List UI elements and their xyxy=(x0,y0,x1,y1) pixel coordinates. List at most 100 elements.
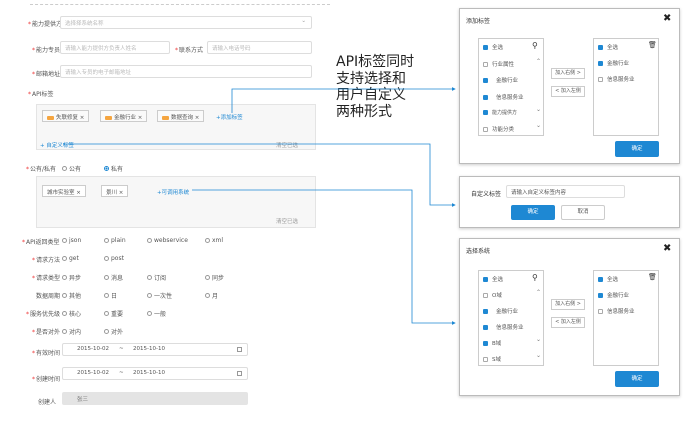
add-system-link[interactable]: +可调用系统 xyxy=(157,190,190,196)
system-right-panel xyxy=(593,270,659,366)
chevron-down-icon: ⌄ xyxy=(301,18,306,24)
radio-internal[interactable]: 对内 xyxy=(62,327,81,336)
list-item[interactable]: B域 xyxy=(483,339,501,347)
chevron-down-icon[interactable]: ⌄ xyxy=(536,352,542,359)
priority-label: *服务优先级 xyxy=(26,311,61,318)
list-item[interactable]: 金融行业 xyxy=(483,76,518,84)
confirm-button[interactable]: 确定 xyxy=(615,371,659,387)
radio-day[interactable]: 日 xyxy=(104,291,117,300)
close-icon[interactable]: ✖ xyxy=(663,13,672,24)
provider-label: *能力提供方 xyxy=(28,21,63,28)
list-item[interactable]: 信息服务业 xyxy=(483,323,524,331)
list-item[interactable]: 金融行业 xyxy=(598,59,629,67)
radio-sync[interactable]: 同步 xyxy=(205,273,224,282)
contact-input[interactable]: 请输入能力提供方负责人姓名 xyxy=(60,41,170,54)
search-icon[interactable]: ⚲ xyxy=(532,41,538,50)
tag-chip[interactable]: 数据查询 × xyxy=(157,110,205,122)
public-private-label: *公有/私有 xyxy=(26,166,57,173)
list-item[interactable]: 金融行业 xyxy=(598,291,629,299)
list-item[interactable]: S域 xyxy=(483,355,501,363)
radio-json[interactable]: json xyxy=(62,237,81,244)
radio-webservice[interactable]: webservice xyxy=(147,237,188,244)
custom-tag-input[interactable]: 请输入自定义标签内容 xyxy=(506,185,625,198)
created-time-label: *创建时间 xyxy=(32,376,61,383)
tag-icon xyxy=(162,115,169,120)
list-item[interactable]: O域 xyxy=(483,291,502,299)
tag-chip[interactable]: 失联修复 × xyxy=(42,110,90,122)
move-right-button[interactable]: 加入右侧 > xyxy=(551,68,585,79)
radio-post[interactable]: post xyxy=(104,255,124,262)
api-tags-label: *API标签 xyxy=(28,91,54,98)
list-item[interactable]: 能力提供方 xyxy=(483,109,517,116)
return-type-label: *API返回类型 xyxy=(22,239,60,246)
valid-time-label: *有效时间 xyxy=(32,350,61,357)
system-chip[interactable]: 城市实验室 × xyxy=(42,185,86,197)
system-left-panel xyxy=(478,270,544,366)
custom-tag-link[interactable]: + 自定义标签 xyxy=(40,143,74,149)
radio-core[interactable]: 核心 xyxy=(62,309,81,318)
select-all-left[interactable]: 全选 xyxy=(483,43,503,51)
calendar-icon xyxy=(237,371,242,376)
radio-async[interactable]: 异步 xyxy=(62,273,81,282)
move-left-button[interactable]: < 加入左侧 xyxy=(551,317,585,328)
valid-time-range[interactable]: 2015-10-02 ~ 2015-10-10 xyxy=(62,343,248,356)
list-item[interactable]: 信息服务业 xyxy=(598,307,635,315)
tag-chip[interactable]: 金融行业 × xyxy=(100,110,148,122)
data-cycle-label: 数据周期 xyxy=(36,293,61,300)
creator-label: 创建人 xyxy=(38,399,57,406)
phone-input[interactable]: 请输入电话号码 xyxy=(207,41,312,54)
calendar-icon xyxy=(237,347,242,352)
radio-xml[interactable]: xml xyxy=(205,237,223,244)
radio-message[interactable]: 消息 xyxy=(104,273,123,282)
close-icon[interactable]: ✖ xyxy=(663,243,672,254)
select-all-right[interactable]: 全选 xyxy=(598,43,618,51)
search-icon[interactable]: ⚲ xyxy=(532,273,538,282)
chevron-down-icon[interactable]: ⌄ xyxy=(536,106,542,113)
top-dashed-line xyxy=(30,4,330,5)
select-all-left[interactable]: 全选 xyxy=(483,275,503,283)
email-input[interactable]: 请输入专员的电子邮箱地址 xyxy=(60,65,312,78)
list-item[interactable]: 行业属性 xyxy=(483,60,514,68)
clear-tags-link[interactable]: 清空已选 xyxy=(276,143,299,149)
chevron-down-icon[interactable]: ⌄ xyxy=(536,122,542,129)
select-all-right[interactable]: 全选 xyxy=(598,275,618,283)
radio-external[interactable]: 对外 xyxy=(104,327,123,336)
cancel-button[interactable]: 取消 xyxy=(561,205,605,220)
chevron-down-icon[interactable]: ⌄ xyxy=(536,336,542,343)
radio-subscribe[interactable]: 订阅 xyxy=(147,273,166,282)
add-tag-dialog-title: 添加标签 xyxy=(466,18,491,25)
add-tag-link[interactable]: +添加标签 xyxy=(216,115,243,121)
radio-important[interactable]: 重要 xyxy=(104,309,123,318)
chevron-up-icon[interactable]: ⌃ xyxy=(536,289,542,296)
radio-get[interactable]: get xyxy=(62,255,79,262)
radio-plain[interactable]: plain xyxy=(104,237,126,244)
list-item[interactable]: 信息服务业 xyxy=(598,75,635,83)
radio-other[interactable]: 其他 xyxy=(62,291,81,300)
radio-once[interactable]: 一次性 xyxy=(147,291,172,300)
confirm-button[interactable]: 确定 xyxy=(511,205,555,220)
radio-normal[interactable]: 一般 xyxy=(147,309,166,318)
connector-custom-tag xyxy=(63,143,456,207)
request-type-label: *请求类型 xyxy=(32,275,61,282)
add-tag-left-panel xyxy=(478,38,544,136)
list-item[interactable]: 信息服务业 xyxy=(483,93,524,101)
clear-systems-link[interactable]: 清空已选 xyxy=(276,219,299,225)
radio-month[interactable]: 月 xyxy=(205,291,218,300)
connector-add-system xyxy=(192,189,456,325)
move-left-button[interactable]: < 加入左侧 xyxy=(551,86,585,97)
custom-tag-dialog xyxy=(459,176,680,228)
radio-public[interactable]: 公有 xyxy=(62,164,81,173)
created-time-range[interactable]: 2015-10-02 ~ 2015-10-10 xyxy=(62,367,248,380)
list-item[interactable]: 功能分类 xyxy=(483,125,514,133)
creator-field: 张三 xyxy=(62,392,248,405)
trash-icon[interactable]: 🗑 xyxy=(648,41,657,49)
confirm-button[interactable]: 确定 xyxy=(615,141,659,157)
chevron-up-icon[interactable]: ⌃ xyxy=(536,58,542,65)
trash-icon[interactable]: 🗑 xyxy=(648,273,657,281)
system-chip[interactable]: 景川 × xyxy=(101,185,129,197)
list-item[interactable]: 金融行业 xyxy=(483,307,518,315)
move-right-button[interactable]: 加入右侧 > xyxy=(551,299,585,310)
provider-select[interactable]: 选择择系统名称⌄ xyxy=(60,16,312,29)
radio-private[interactable]: 私有 xyxy=(104,164,123,173)
